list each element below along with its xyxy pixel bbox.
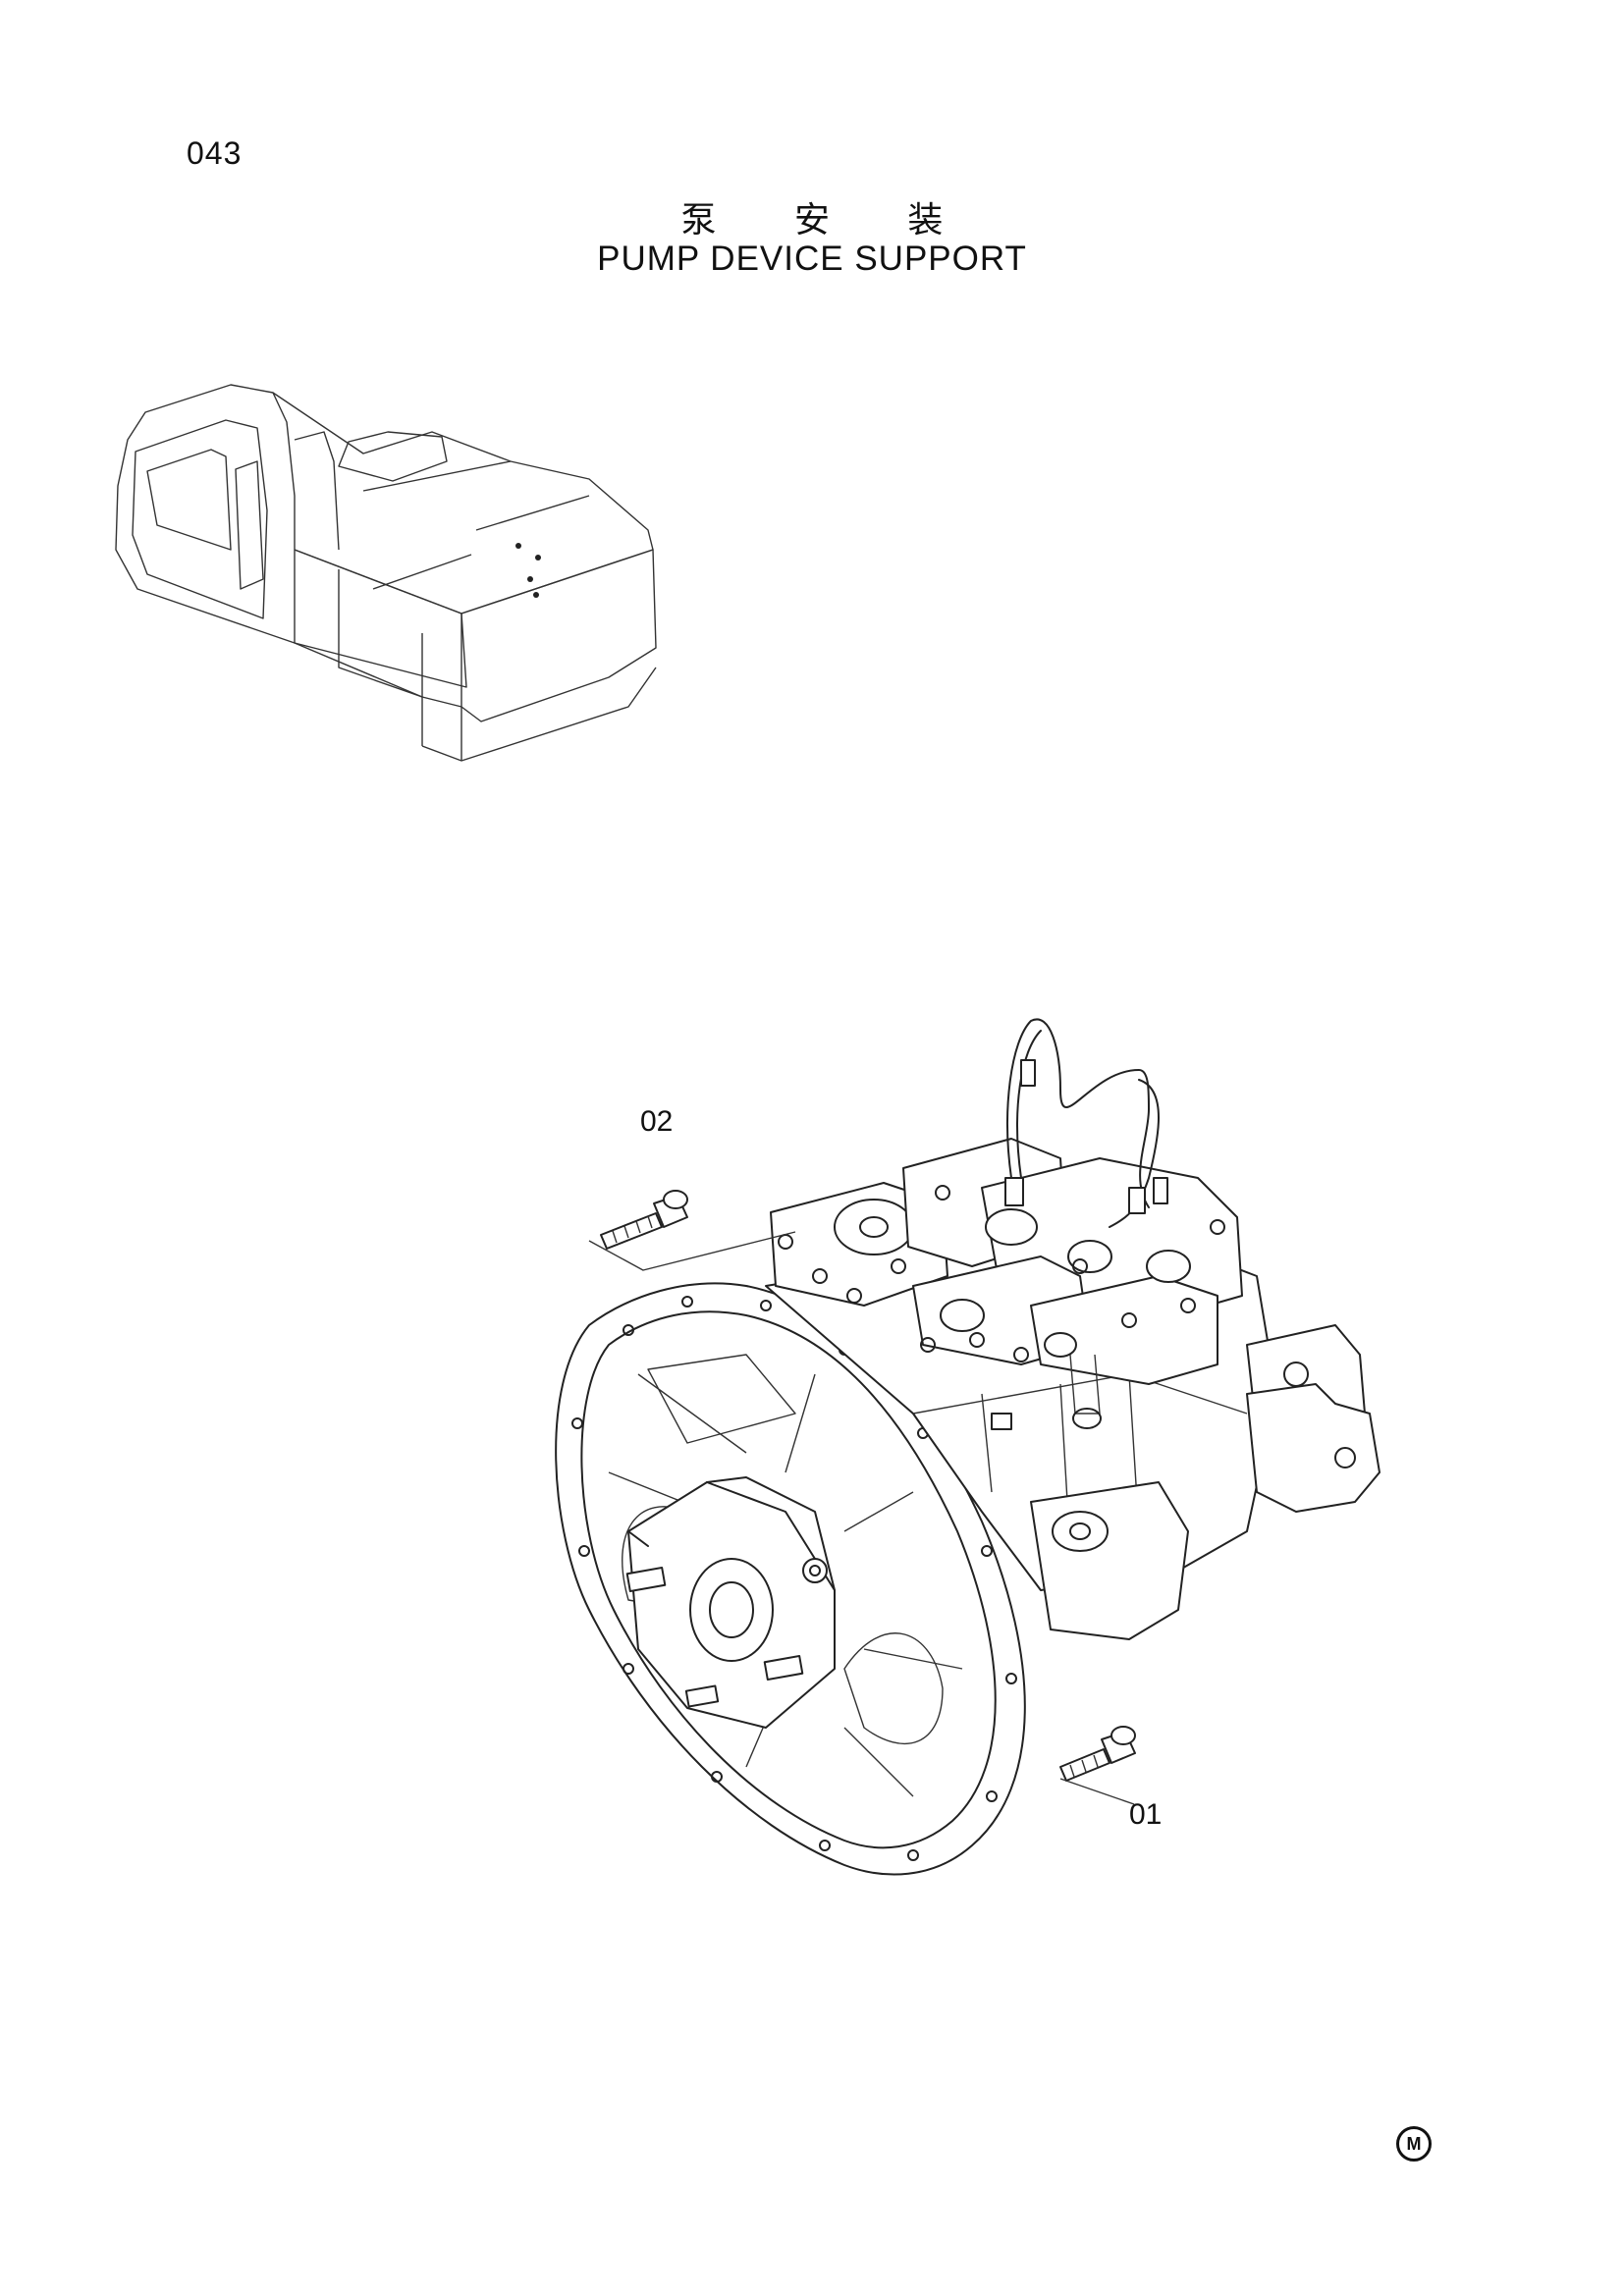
coupling-hub bbox=[625, 1476, 836, 1729]
title-english: PUMP DEVICE SUPPORT bbox=[597, 240, 1027, 278]
leader-02 bbox=[588, 1231, 796, 1271]
m-circle-mark: M bbox=[1396, 2126, 1432, 2162]
title-chinese: 泵 安 装 bbox=[680, 200, 977, 240]
bolt-01 bbox=[1059, 1726, 1136, 1782]
regulator-valves bbox=[770, 1138, 1243, 1429]
sensor-harness bbox=[1004, 1018, 1168, 1228]
callout-02: 02 bbox=[640, 1105, 674, 1138]
key-location-dots-icon bbox=[515, 543, 541, 598]
excavator-body bbox=[115, 384, 657, 762]
leader-01 bbox=[1059, 1778, 1135, 1805]
page-number: 043 bbox=[187, 135, 243, 171]
pilot-pump bbox=[1246, 1324, 1380, 1513]
bolt-02 bbox=[600, 1190, 688, 1250]
callout-01: 01 bbox=[1129, 1798, 1163, 1831]
